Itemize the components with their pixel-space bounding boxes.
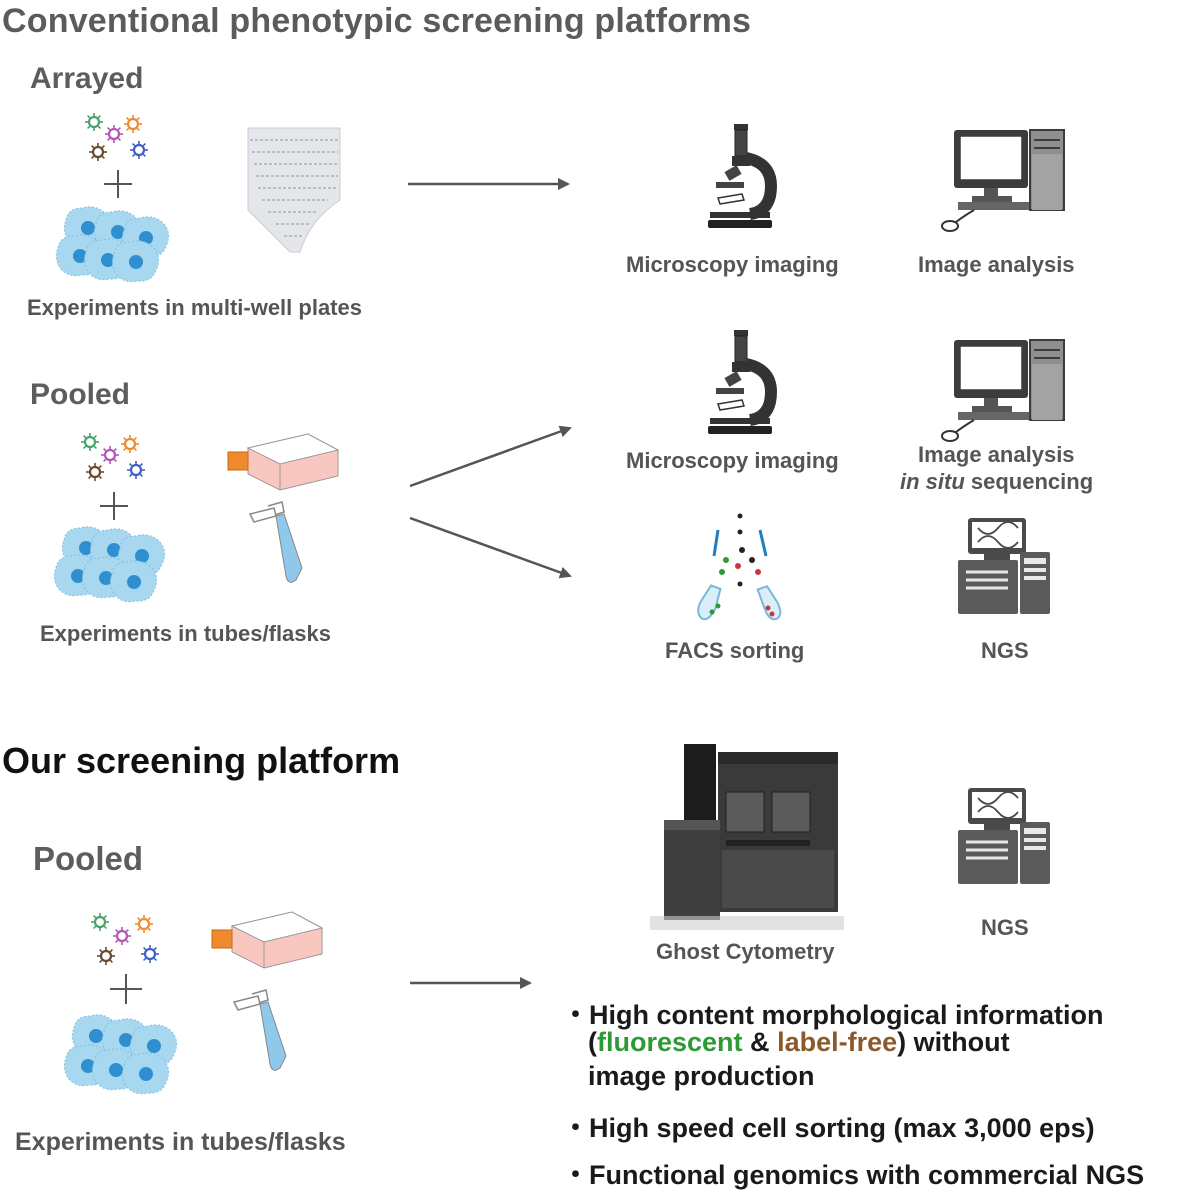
bullet-marker: ・ — [562, 1000, 589, 1030]
ghost-cytometry-label: Ghost Cytometry — [656, 939, 835, 964]
bullet-1-amp: & — [742, 1027, 778, 1057]
virus-icon — [139, 943, 161, 965]
virus-icon — [111, 925, 133, 947]
virus-icon — [128, 139, 150, 161]
facs-sorting-label: FACS sorting — [665, 638, 805, 663]
our-ngs-label: NGS — [981, 915, 1029, 940]
plus-icon — [110, 974, 142, 1004]
our-platform-title: Our screening platform — [2, 740, 401, 781]
virus-icon — [125, 459, 147, 481]
pooled-heading: Pooled — [30, 378, 131, 411]
in-situ-sequencing-label: in situ sequencing — [900, 469, 1093, 495]
bullet-marker: ・ — [562, 1113, 589, 1143]
virus-icon — [119, 433, 141, 455]
arrayed-microscopy-label: Microscopy imaging — [626, 252, 839, 277]
virus-icon — [133, 913, 155, 935]
plus-icon — [104, 170, 132, 198]
virus-icon — [99, 444, 121, 466]
bullet-1-line-3: image production — [588, 1061, 815, 1091]
virus-icon — [122, 113, 144, 135]
bullet-3: ・Functional genomics with commercial NGS — [562, 1153, 1144, 1192]
pooled-image-analysis-label: Image analysis — [918, 442, 1075, 467]
desktop-computer-icon — [941, 339, 1065, 442]
our-virus-group — [89, 911, 161, 967]
ghost-cytometry-instrument-icon — [650, 744, 844, 930]
pooled-caption: Experiments in tubes/flasks — [40, 621, 331, 646]
pooled-ngs-label: NGS — [981, 638, 1029, 663]
virus-icon — [87, 141, 109, 163]
arrayed-virus-group — [83, 111, 150, 163]
facs-sorter-icon — [697, 513, 782, 621]
arrayed-image-analysis-label: Image analysis — [918, 252, 1075, 277]
desktop-computer-icon — [941, 129, 1065, 232]
bullet-3-text: Functional genomics with commercial NGS — [589, 1160, 1145, 1190]
multiwell-plate-stack-icon — [247, 127, 341, 253]
label-free-text: label-free — [777, 1027, 898, 1057]
bullet-1-close: ) without — [897, 1027, 1010, 1057]
cell-cluster-icon — [53, 526, 166, 603]
our-pooled-heading: Pooled — [33, 840, 144, 877]
microscope-icon — [708, 330, 772, 434]
virus-icon — [103, 123, 125, 145]
ngs-sequencer-icon — [956, 516, 1052, 616]
microtube-icon — [233, 989, 287, 1071]
ngs-sequencer-icon — [956, 786, 1052, 886]
plus-icon — [100, 492, 128, 520]
pooled-arrow-down — [409, 516, 572, 579]
bullet-1-text: High content morphological information — [589, 1000, 1104, 1030]
our-pooled-caption: Experiments in tubes/flasks — [15, 1128, 346, 1156]
pooled-arrow-up — [409, 425, 572, 488]
cell-culture-flask-icon — [211, 911, 323, 969]
virus-icon — [83, 111, 105, 133]
cell-cluster-icon — [63, 1014, 178, 1095]
bullet-2-text: High speed cell sorting (max 3,000 eps) — [589, 1113, 1095, 1143]
virus-icon — [89, 911, 111, 933]
bullet-1-open: ( — [588, 1027, 597, 1057]
cell-culture-flask-icon — [227, 433, 339, 491]
bullet-2: ・High speed cell sorting (max 3,000 eps) — [562, 1106, 1095, 1145]
arrayed-caption: Experiments in multi-well plates — [27, 295, 362, 320]
pooled-microscopy-label: Microscopy imaging — [626, 448, 839, 473]
in-situ-italic: in situ — [900, 469, 965, 494]
bullet-1-line-2: (fluorescent & label-free) without — [588, 1027, 1010, 1058]
fluorescent-text: fluorescent — [597, 1027, 743, 1057]
sequencing-text: sequencing — [964, 469, 1094, 494]
pooled-virus-group — [79, 431, 147, 483]
virus-icon — [95, 945, 117, 967]
bullet-marker: ・ — [562, 1160, 589, 1190]
virus-icon — [84, 461, 106, 483]
microscope-icon — [708, 124, 772, 228]
conventional-title: Conventional phenotypic screening platfo… — [2, 2, 752, 40]
virus-icon — [79, 431, 101, 453]
microtube-icon — [249, 501, 303, 583]
cell-cluster-icon — [55, 206, 170, 283]
bullet-1-line-1: ・High content morphological information — [562, 993, 1103, 1032]
arrayed-heading: Arrayed — [30, 62, 144, 95]
